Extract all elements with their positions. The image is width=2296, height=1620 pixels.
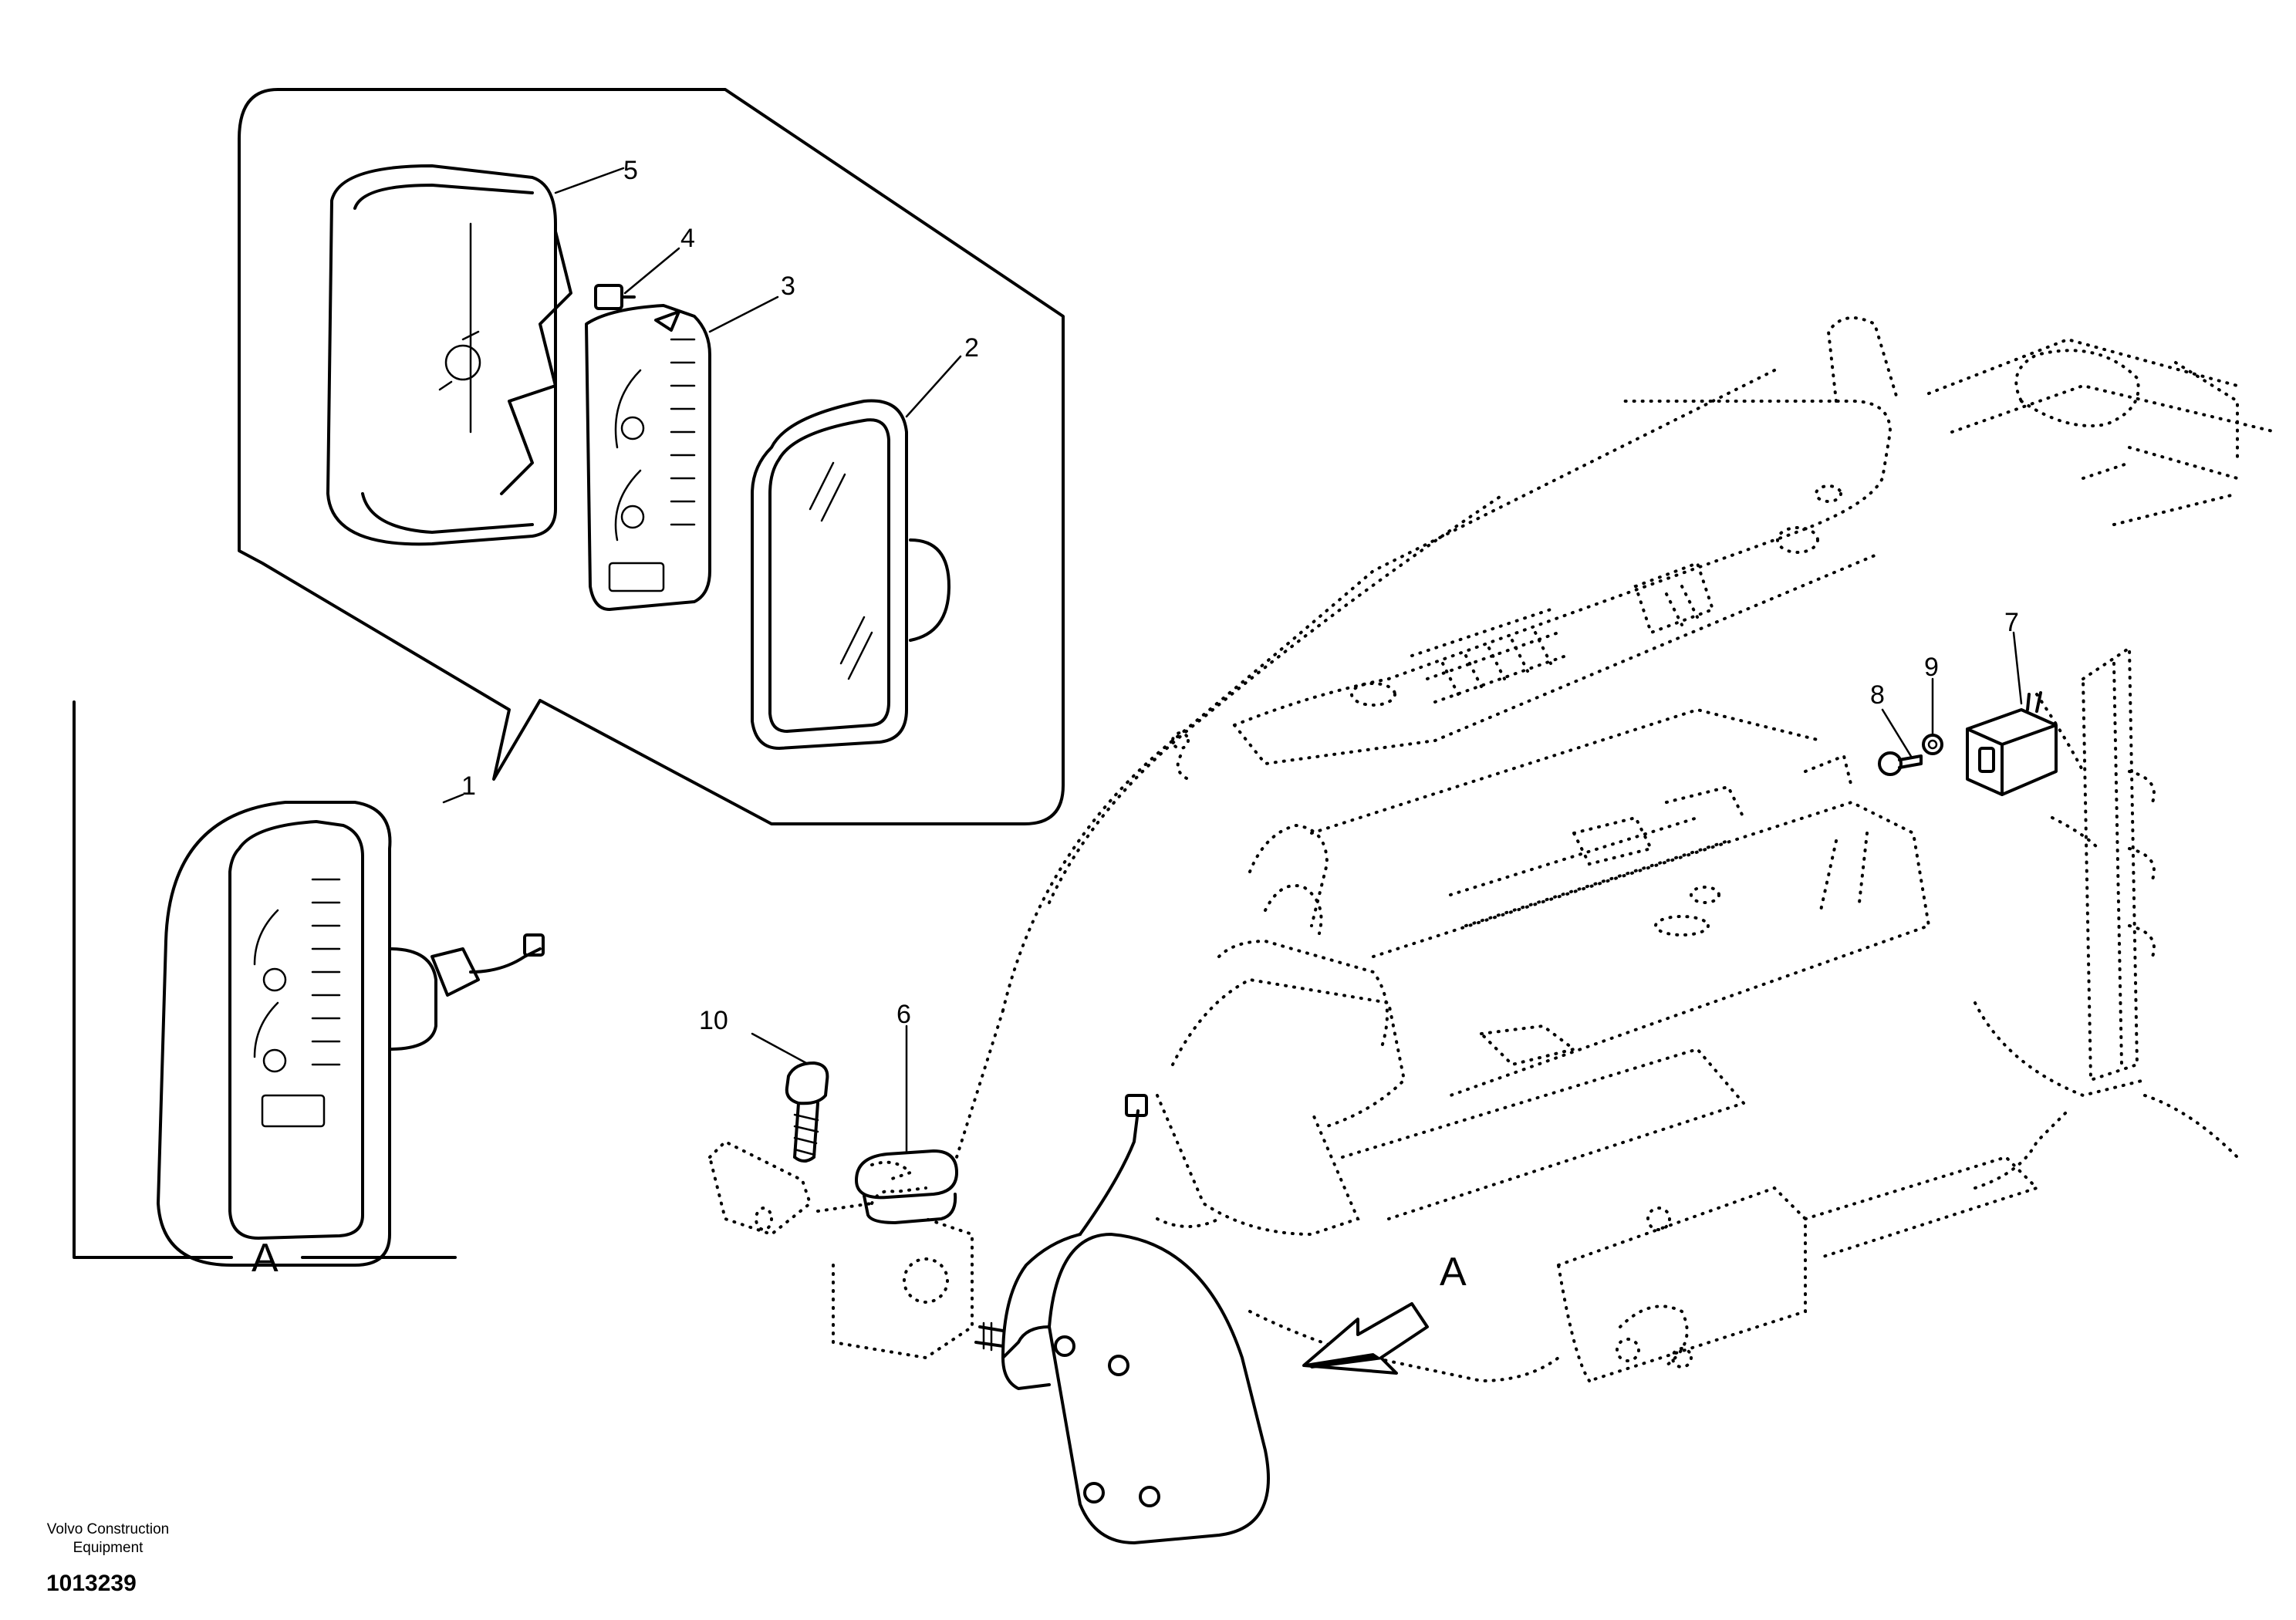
view-direction-arrow xyxy=(1302,1302,1429,1375)
part-1-instrument-panel-assembly xyxy=(157,801,545,1267)
mounting-bracket xyxy=(707,1139,812,1237)
brand-name-line2: Equipment xyxy=(73,1540,144,1556)
callout-3: 3 xyxy=(781,272,795,301)
part-5-rear-housing xyxy=(326,164,572,546)
part-4-clip xyxy=(594,284,636,310)
callout-10: 10 xyxy=(699,1006,728,1035)
callout-labels: 1 2 3 4 5 6 7 8 9 10 xyxy=(461,156,2019,1035)
part-3-instrument-panel-face xyxy=(585,304,711,611)
part-7-switch xyxy=(1966,691,2058,796)
part-6-plug xyxy=(855,1149,958,1224)
part-8-screw xyxy=(1878,751,1923,776)
callout-6: 6 xyxy=(896,1000,911,1029)
leader-lines xyxy=(442,167,2023,1153)
machine-cab-outline xyxy=(816,316,2277,1383)
direction-arrow-label: A xyxy=(1440,1250,1467,1294)
detail-bubble xyxy=(238,88,1065,825)
part-2-glass-lens xyxy=(751,399,950,750)
callout-2: 2 xyxy=(964,333,979,363)
callout-7: 7 xyxy=(2004,608,2019,637)
part-9-washer xyxy=(1922,734,1943,755)
callout-1: 1 xyxy=(461,771,476,801)
callout-9: 9 xyxy=(1924,653,1939,682)
callout-8: 8 xyxy=(1870,680,1885,710)
panel-mount-position xyxy=(974,1094,1270,1544)
callout-5: 5 xyxy=(623,156,638,185)
part-10-bolt xyxy=(785,1061,829,1163)
brand-name-line1: Volvo Construction xyxy=(46,1521,170,1537)
drawing-number: 1013239 xyxy=(46,1571,137,1596)
callout-4: 4 xyxy=(680,224,695,253)
view-label: A xyxy=(252,1236,279,1281)
